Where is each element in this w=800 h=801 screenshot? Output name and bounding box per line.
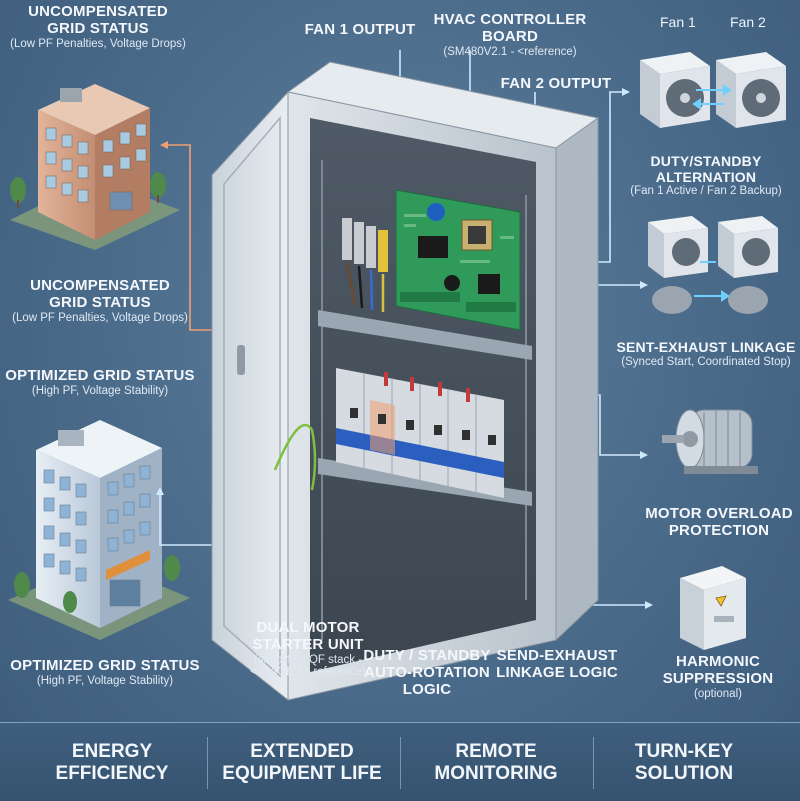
uncompensated-building-icon xyxy=(10,84,180,250)
optimized-building-icon xyxy=(8,420,190,640)
footer-item-monitoring: REMOTE MONITORING xyxy=(434,741,558,784)
uncompensated-top-subtitle: (Low PF Penalties, Voltage Drops) xyxy=(10,37,186,50)
optimized-top-subtitle: (High PF, Voltage Stability) xyxy=(31,384,169,397)
footer-divider xyxy=(207,737,208,789)
optimized-status-bottom: OPTIMIZED GRID STATUS (High PF, Voltage … xyxy=(0,657,210,688)
send-exhaust-logic-label: SEND-EXHAUST LINKAGE LOGIC xyxy=(496,647,618,681)
footer-divider xyxy=(400,737,401,789)
starter-unit-subtitle: (simplified QF stack - <IMAGE 1> referen… xyxy=(250,653,366,679)
uncompensated-top-title: UNCOMPENSATED GRID STATUS xyxy=(28,3,168,37)
footer-divider xyxy=(593,737,594,789)
linkage-fans-icon xyxy=(648,216,778,314)
breaker-stack xyxy=(336,368,504,498)
motor-overload-label: MOTOR OVERLOAD PROTECTION xyxy=(645,505,793,539)
optimized-bottom-title: OPTIMIZED GRID STATUS xyxy=(10,657,200,674)
uncompensated-mid-subtitle: (Low PF Penalties, Voltage Drops) xyxy=(12,311,188,324)
uncompensated-status-mid: UNCOMPENSATED GRID STATUS (Low PF Penalt… xyxy=(0,277,200,324)
duty-standby-label: DUTY/STANDBY ALTERNATION (Fan 1 Active /… xyxy=(612,153,800,198)
linkage-subtitle: (Synced Start, Coordinated Stop) xyxy=(621,355,791,368)
duty-standby-fans-icon xyxy=(640,52,786,128)
hvac-controller-board xyxy=(395,189,521,331)
harmonic-title: HARMONIC SUPPRESSION xyxy=(662,653,774,687)
electrical-cabinet xyxy=(211,61,600,702)
motor-icon xyxy=(662,409,758,474)
linkage-label: SENT-EXHAUST LINKAGE (Synced Start, Coor… xyxy=(612,339,800,369)
footer-item-turnkey: TURN-KEY SOLUTION xyxy=(634,741,734,784)
uncompensated-status-top: UNCOMPENSATED GRID STATUS (Low PF Penalt… xyxy=(0,3,196,50)
duty-standby-subtitle: (Fan 1 Active / Fan 2 Backup) xyxy=(630,185,782,198)
duty-standby-title: DUTY/STANDBY ALTERNATION xyxy=(650,153,762,185)
optimized-status-top: OPTIMIZED GRID STATUS (High PF, Voltage … xyxy=(0,367,200,398)
rotation-logic-label: DUTY / STANDBY AUTO-ROTATION LOGIC xyxy=(363,647,491,698)
footer-item-equipment-life: EXTENDED EQUIPMENT LIFE xyxy=(222,741,382,784)
starter-unit-title: DUAL MOTOR STARTER UNIT xyxy=(252,619,364,653)
fan1-tag: Fan 1 xyxy=(660,14,696,30)
footer-item-energy: ENERGY EFFICIENCY xyxy=(55,741,169,784)
starter-unit-label: DUAL MOTOR STARTER UNIT (simplified QF s… xyxy=(238,619,378,679)
fan1-output-label: FAN 1 OUTPUT xyxy=(304,21,416,38)
controller-board-title: HVAC CONTROLLER BOARD xyxy=(433,11,587,45)
fan2-output-label: FAN 2 OUTPUT xyxy=(500,75,612,92)
benefits-footer: ENERGY EFFICIENCY EXTENDED EQUIPMENT LIF… xyxy=(0,722,800,801)
harmonic-label: HARMONIC SUPPRESSION (optional) xyxy=(648,653,788,700)
harmonic-subtitle: (optional) xyxy=(694,687,742,700)
controller-board-subtitle: (SM480V2.1 - <reference) xyxy=(443,45,577,58)
uncompensated-mid-title: UNCOMPENSATED GRID STATUS xyxy=(30,277,170,311)
fan2-tag: Fan 2 xyxy=(730,14,766,30)
optimized-top-title: OPTIMIZED GRID STATUS xyxy=(5,367,195,384)
harmonic-filter-icon xyxy=(680,566,746,650)
controller-board-label: HVAC CONTROLLER BOARD (SM480V2.1 - <refe… xyxy=(410,11,610,58)
optimized-bottom-subtitle: (High PF, Voltage Stability) xyxy=(36,674,174,687)
linkage-title: SENT-EXHAUST LINKAGE xyxy=(616,339,796,355)
